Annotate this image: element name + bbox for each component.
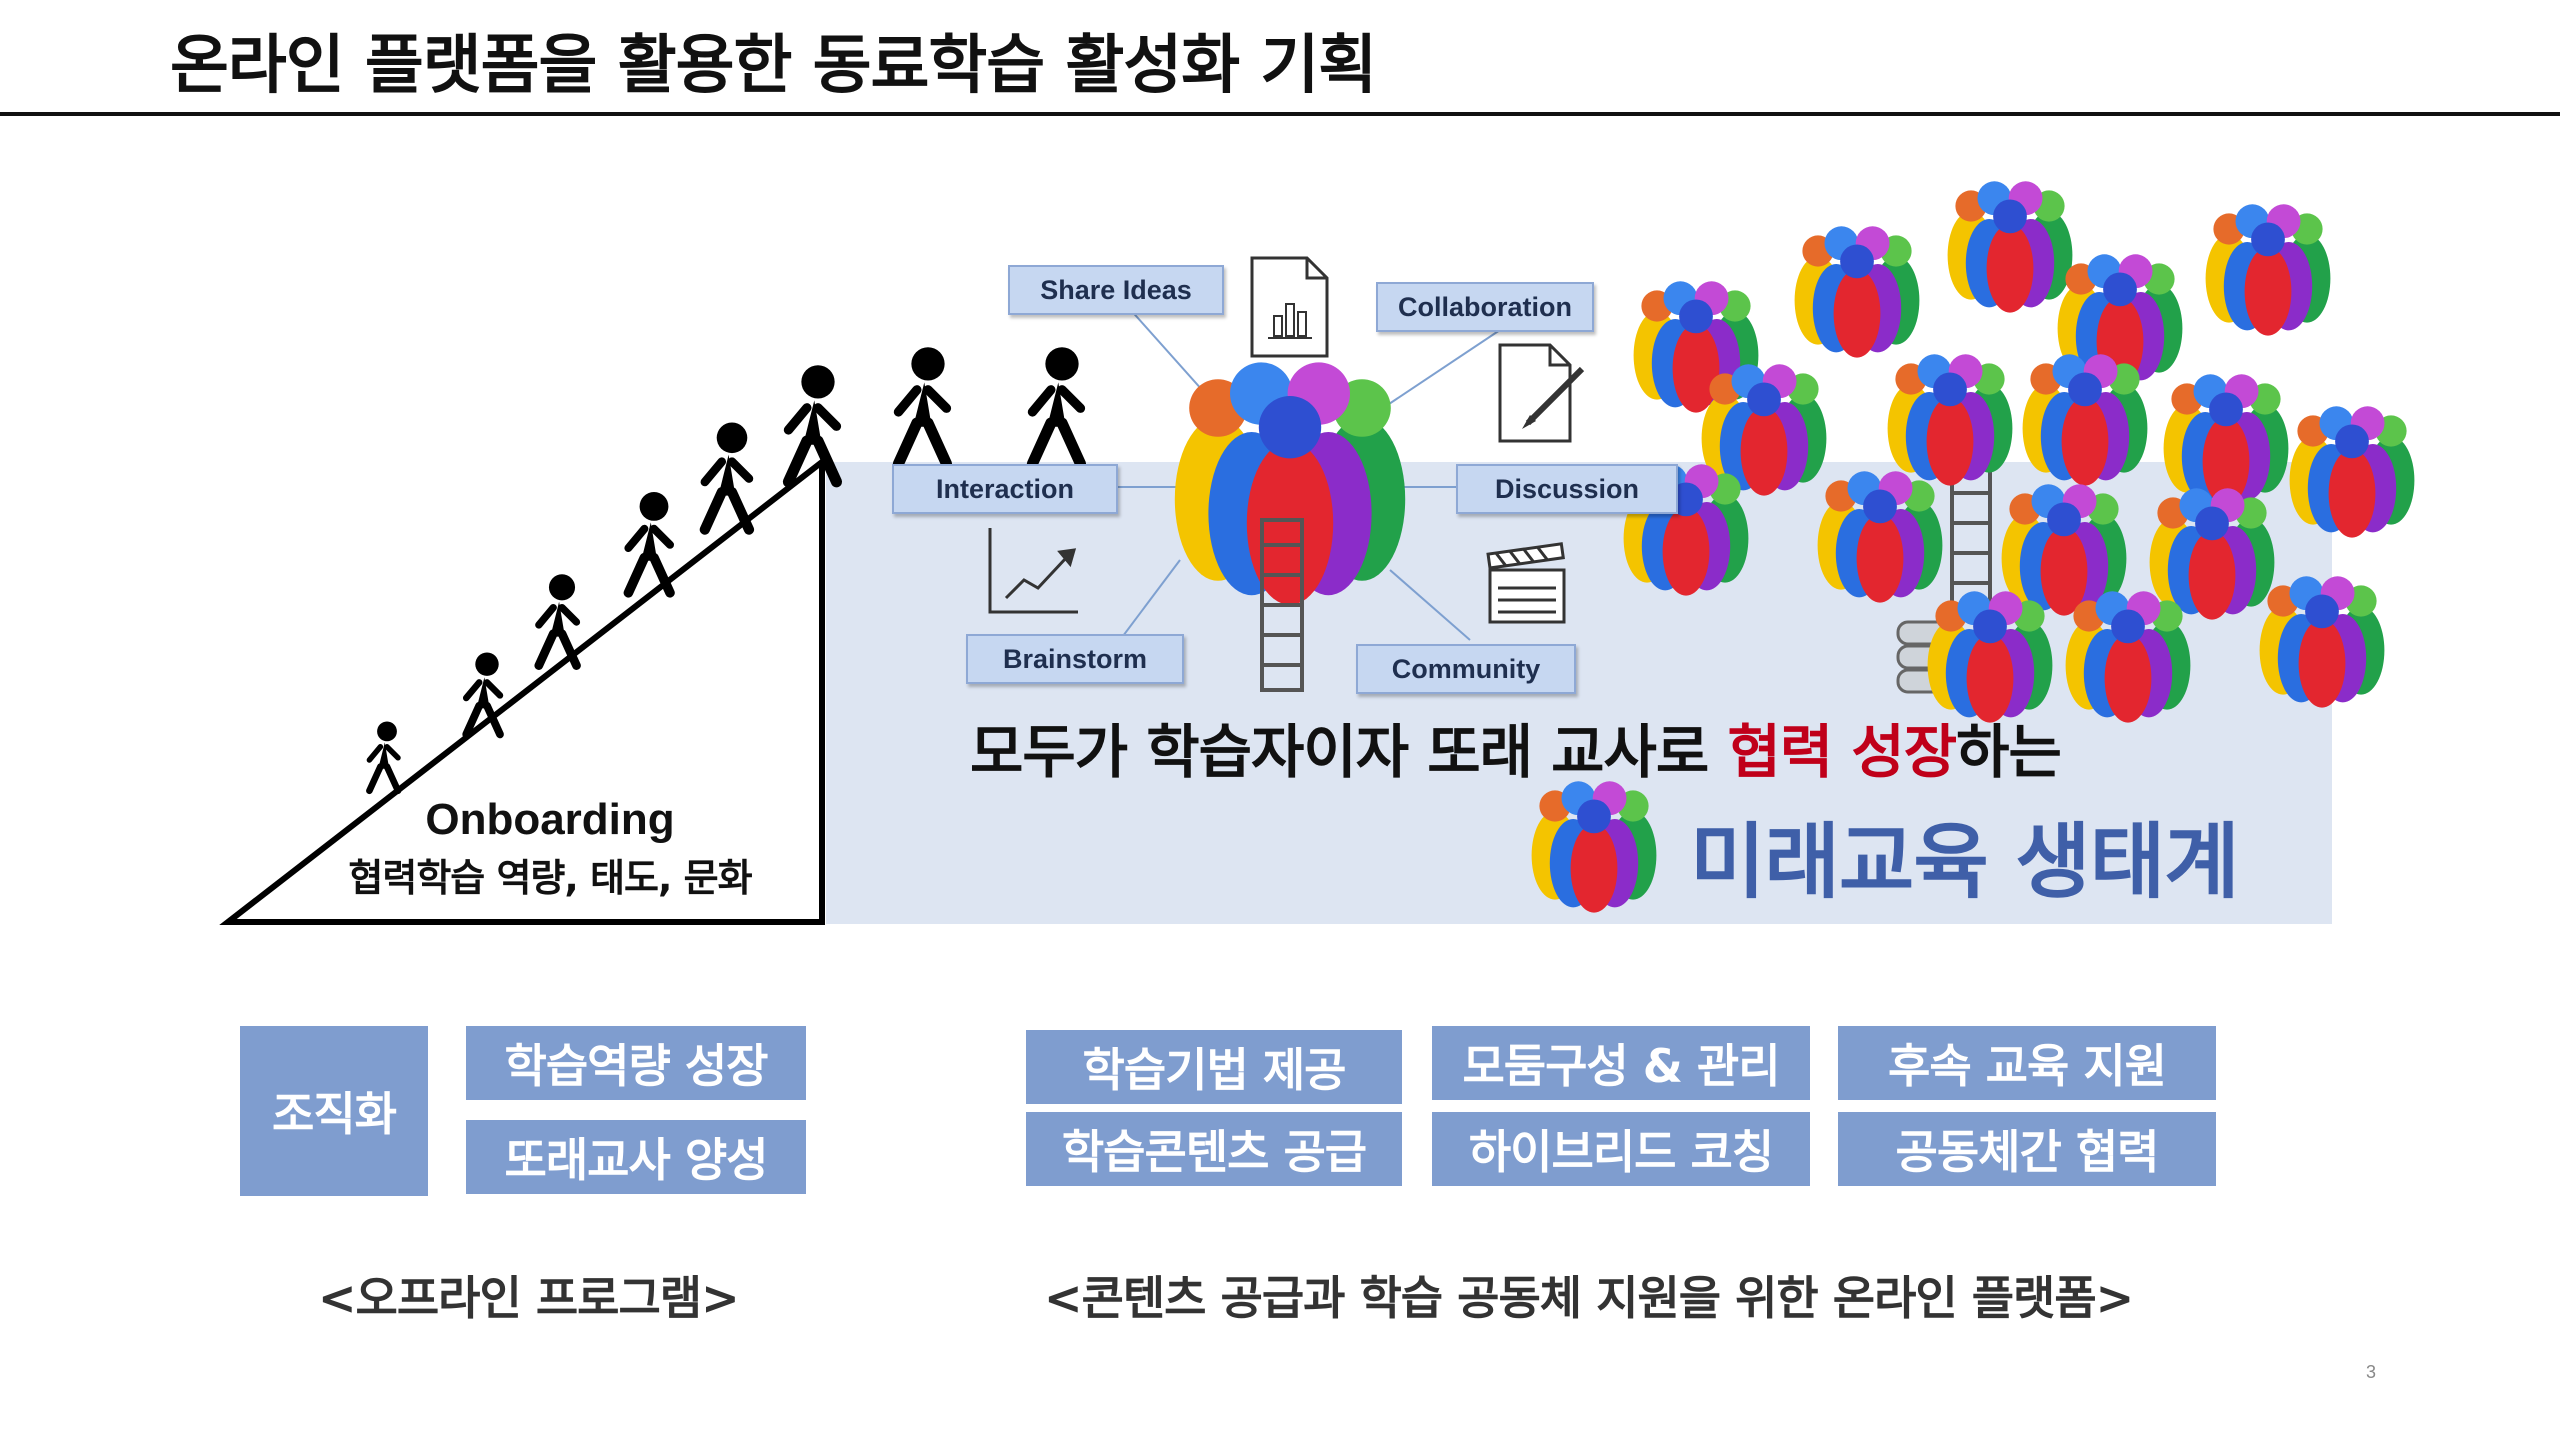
clapperboard-icon — [1486, 542, 1566, 624]
ecosystem-title: 미래교육 생태계 — [1690, 815, 2240, 910]
tag-discussion: Discussion — [1456, 464, 1678, 514]
org-box: 조직화 — [240, 1026, 428, 1196]
offline-item-box: 학습역량 성장 — [466, 1026, 806, 1100]
online-item-box: 후속 교육 지원 — [1838, 1026, 2216, 1100]
online-item-box: 학습기법 제공 — [1026, 1030, 1402, 1104]
onboarding-label: Onboarding 협력학습 역량, 태도, 문화 — [260, 795, 840, 902]
offline-caption: <오프라인 프로그램> — [318, 1271, 740, 1325]
online-item-box: 학습콘텐츠 공급 — [1026, 1112, 1402, 1186]
headline: 모두가 학습자이자 또래 교사로 협력 성장하는 — [970, 705, 2062, 789]
online-item-box: 하이브리드 코칭 — [1432, 1112, 1810, 1186]
headline-highlight: 협력 성장 — [1727, 718, 1957, 786]
headline-part1: 모두가 학습자이자 또래 교사로 — [970, 718, 1728, 786]
tag-collaboration: Collaboration — [1376, 282, 1594, 332]
slide-title: 온라인 플랫폼을 활용한 동료학습 활성화 기획 — [170, 29, 1377, 103]
tag-brainstorm: Brainstorm — [966, 634, 1184, 684]
document-pen-icon — [1498, 343, 1585, 443]
page-number: 3 — [2366, 1362, 2377, 1382]
title-divider — [0, 112, 2560, 116]
online-item-box: 공동체간 협력 — [1838, 1112, 2216, 1186]
connector-lines — [1115, 297, 1501, 641]
headline-part2: 하는 — [1956, 718, 2062, 786]
online-item-box: 모둠구성 & 관리 — [1432, 1026, 1810, 1100]
online-caption: <콘텐츠 공급과 학습 공동체 지원을 위한 온라인 플랫폼> — [1044, 1271, 2134, 1325]
tag-community: Community — [1356, 644, 1576, 694]
central-group-icon — [1174, 362, 1406, 605]
offline-item-box: 또래교사 양성 — [466, 1120, 806, 1194]
onboarding-ramp — [219, 455, 825, 925]
tag-share-ideas: Share Ideas — [1008, 265, 1224, 315]
line-chart-icon — [988, 528, 1078, 614]
tag-interaction: Interaction — [892, 464, 1118, 514]
onboarding-subtitle: 협력학습 역량, 태도, 문화 — [348, 856, 752, 900]
onboarding-title: Onboarding — [425, 795, 675, 844]
document-chart-icon — [1250, 256, 1329, 358]
